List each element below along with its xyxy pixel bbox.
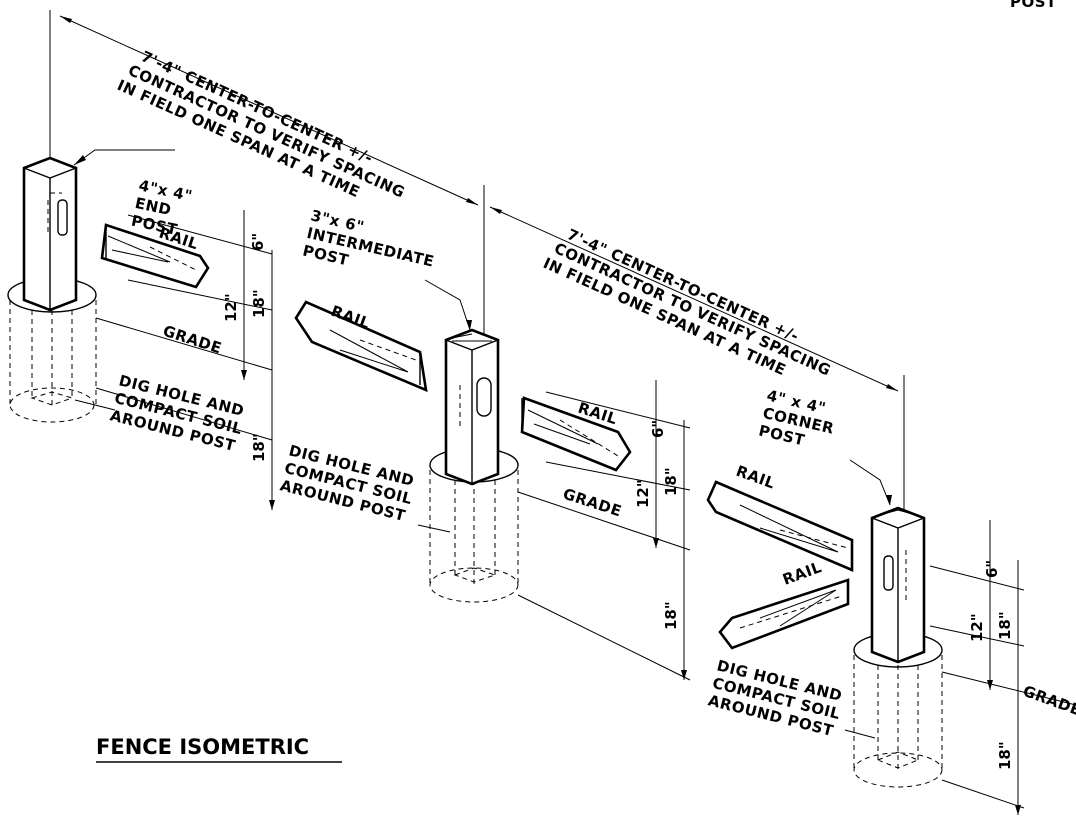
dim-12-end: 12" bbox=[222, 293, 240, 322]
dig-note-3: DIG HOLE AND COMPACT SOIL AROUND POST bbox=[706, 656, 844, 740]
corner-leader bbox=[849, 459, 891, 506]
dim-18-intermediate: 18" bbox=[662, 467, 680, 496]
dig-note-2: DIG HOLE AND COMPACT SOIL AROUND POST bbox=[278, 441, 416, 525]
intermediate-post bbox=[429, 328, 519, 603]
dim-18-corner: 18" bbox=[996, 611, 1014, 640]
intermediate-leader bbox=[424, 279, 471, 331]
intermediate-post-label: 3"x 6" INTERMEDIATE POST bbox=[301, 206, 436, 270]
dim-12-intermediate: 12" bbox=[634, 479, 652, 508]
dig-leader-1 bbox=[74, 399, 116, 411]
intermediate-rail-left bbox=[294, 300, 428, 393]
intermediate-dimensions bbox=[517, 380, 691, 681]
end-post-dimensions bbox=[95, 210, 275, 510]
drawing-title: FENCE ISOMETRIC bbox=[96, 735, 309, 759]
end-post-leader bbox=[73, 149, 175, 166]
end-post-label: 4"x 4" END POST bbox=[130, 176, 194, 239]
corner-dimensions bbox=[929, 520, 1076, 815]
spacing-line-2-right: CONTRACTOR TO VERIFY SPACING bbox=[551, 239, 833, 379]
dim-18-intermediate-footing: 18" bbox=[662, 601, 680, 630]
dim-18-end: 18" bbox=[250, 289, 268, 318]
spacing-line-2: CONTRACTOR TO VERIFY SPACING bbox=[125, 61, 407, 201]
spacing-dimension-lines bbox=[49, 10, 905, 510]
rail-label-4: RAIL bbox=[734, 462, 778, 493]
spacing-note-right: 7'-4" CENTER-TO-CENTER +/- CONTRACTOR TO… bbox=[540, 225, 833, 379]
corner-rail-lower bbox=[718, 578, 850, 650]
rail-label-5: RAIL bbox=[780, 558, 824, 589]
dim-18-corner-footing: 18" bbox=[996, 741, 1014, 770]
dim-6-intermediate: 6" bbox=[649, 420, 667, 438]
end-post-rail bbox=[100, 223, 210, 289]
end-post bbox=[7, 156, 97, 423]
dig-note-1: DIG HOLE AND COMPACT SOIL AROUND POST bbox=[108, 371, 246, 455]
dig-leader-3 bbox=[844, 729, 876, 739]
dig-leader-2 bbox=[417, 524, 451, 533]
grade-label-3: GRADE bbox=[1021, 682, 1076, 720]
corner-post-label: 4" x 4" CORNER POST bbox=[757, 386, 836, 449]
grade-label-2: GRADE bbox=[561, 485, 624, 521]
corner-post bbox=[853, 506, 943, 788]
intermediate-rail-right bbox=[520, 396, 632, 472]
corner-rail-upper bbox=[706, 480, 854, 572]
dim-12-corner: 12" bbox=[968, 613, 986, 642]
dim-6-corner: 6" bbox=[983, 560, 1001, 578]
grade-label-1: GRADE bbox=[161, 322, 224, 358]
dim-6-end: 6" bbox=[249, 233, 267, 251]
corner-fragment-text: POST bbox=[1010, 0, 1057, 11]
dim-18-end-footing: 18" bbox=[250, 433, 268, 462]
